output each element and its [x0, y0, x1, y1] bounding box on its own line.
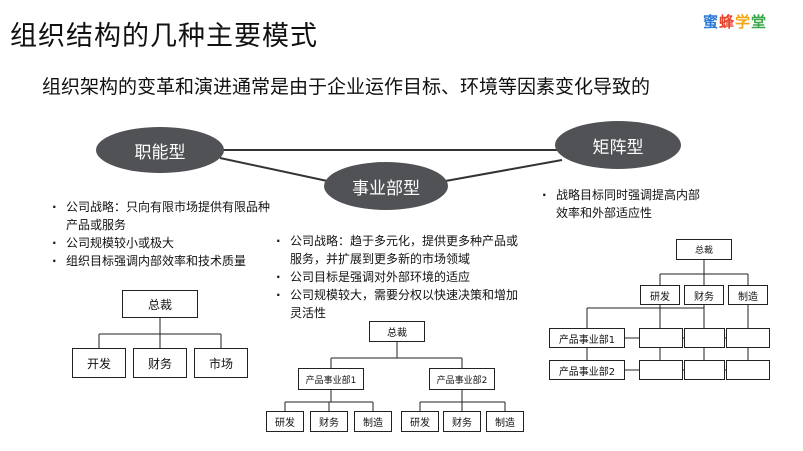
- divisional-bullets: 公司战略：趋于多元化，提供更多种产品或服务，并扩展到更多新的市场领域 公司目标是…: [274, 232, 518, 322]
- functional-chart-president: 总裁: [122, 290, 198, 318]
- matrix-chart-president: 总裁: [676, 239, 732, 260]
- logo-char-3: 学: [735, 13, 752, 31]
- divisional-chart-div1-manufacturing: 制造: [354, 411, 392, 432]
- matrix-chart-function-finance: 财务: [684, 285, 724, 305]
- logo-char-1: 蜜: [703, 13, 720, 31]
- type-matrix-ellipse: 矩阵型: [555, 121, 681, 169]
- divisional-chart-div1-rd: 研发: [266, 411, 304, 432]
- logo-char-2: 蜂: [719, 13, 736, 31]
- matrix-chart-division-2: 产品事业部2: [549, 360, 625, 380]
- slide-title: 组织结构的几种主要模式: [10, 21, 318, 52]
- divisional-chart-div1-finance: 财务: [310, 411, 348, 432]
- matrix-cell: [639, 360, 683, 380]
- matrix-bullet-1: 战略目标同时强调提高内部效率和外部适应性: [540, 186, 700, 222]
- matrix-chart-function-rd: 研发: [640, 285, 680, 305]
- functional-bullet-3: 组织目标强调内部效率和技术质量: [50, 252, 270, 270]
- functional-bullet-1: 公司战略：只向有限市场提供有限品种产品或服务: [50, 198, 270, 234]
- divisional-chart-div2-manufacturing: 制造: [486, 411, 524, 432]
- matrix-cell: [639, 328, 683, 348]
- logo-char-4: 堂: [751, 13, 768, 31]
- matrix-cell: [726, 328, 770, 348]
- type-functional-ellipse: 职能型: [96, 127, 224, 173]
- functional-chart-finance: 财务: [133, 348, 187, 378]
- matrix-chart-function-manufacturing: 制造: [728, 285, 768, 305]
- divisional-bullet-3: 公司规模较大，需要分权以快速决策和增加灵活性: [274, 286, 518, 322]
- divisional-chart-president: 总裁: [369, 321, 425, 342]
- matrix-cell: [684, 328, 725, 348]
- functional-bullet-2: 公司规模较小或极大: [50, 234, 270, 252]
- divisional-bullet-2: 公司目标是强调对外部环境的适应: [274, 268, 518, 286]
- functional-chart-dev: 开发: [72, 348, 126, 378]
- brand-logo: 蜜蜂学堂: [703, 11, 767, 32]
- divisional-chart-div2-finance: 财务: [443, 411, 481, 432]
- divisional-chart-div2-rd: 研发: [401, 411, 439, 432]
- matrix-bullets: 战略目标同时强调提高内部效率和外部适应性: [540, 186, 700, 222]
- matrix-cell: [726, 360, 770, 380]
- matrix-chart-division-1: 产品事业部1: [549, 328, 625, 348]
- functional-chart-market: 市场: [194, 348, 248, 378]
- divisional-bullet-1: 公司战略：趋于多元化，提供更多种产品或服务，并扩展到更多新的市场领域: [274, 232, 518, 268]
- divisional-chart-division-1: 产品事业部1: [298, 368, 364, 390]
- matrix-cell: [684, 360, 725, 380]
- functional-bullets: 公司战略：只向有限市场提供有限品种产品或服务 公司规模较小或极大 组织目标强调内…: [50, 198, 270, 270]
- divisional-chart-division-2: 产品事业部2: [429, 368, 495, 390]
- slide-subtitle: 组织架构的变革和演进通常是由于企业运作目标、环境等因素变化导致的: [42, 76, 651, 98]
- type-divisional-ellipse: 事业部型: [324, 162, 448, 210]
